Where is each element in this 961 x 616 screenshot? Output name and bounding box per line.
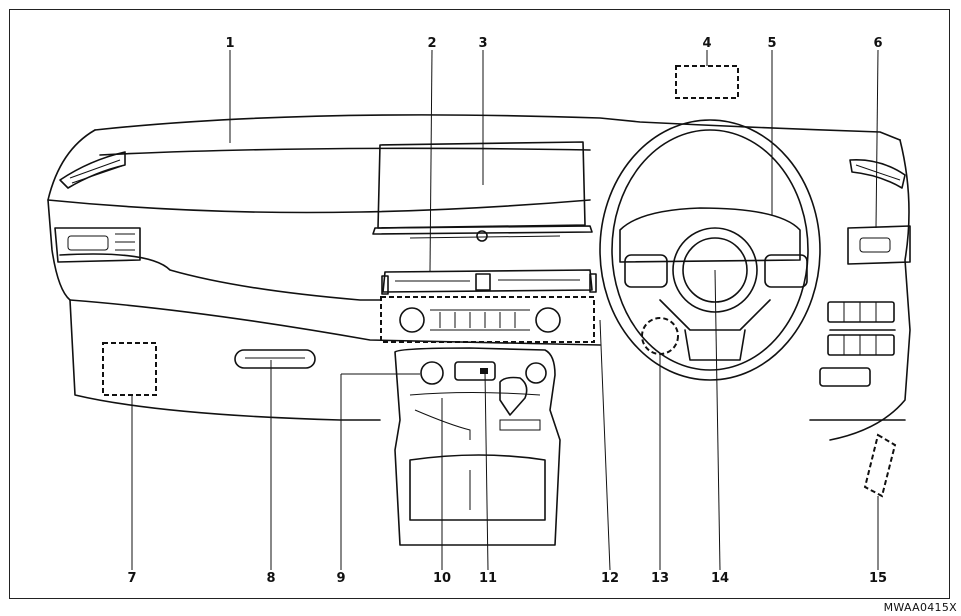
callout-6: 6 xyxy=(873,36,883,51)
callout-1: 1 xyxy=(225,36,235,51)
glove-box-handle xyxy=(234,349,316,369)
callout-11: 11 xyxy=(478,571,498,586)
leader-lines xyxy=(131,49,879,571)
steering-wheel xyxy=(599,119,821,381)
callout-9: 9 xyxy=(336,571,346,586)
right-side-vent xyxy=(847,225,911,265)
callout-8: 8 xyxy=(266,571,276,586)
figure-code: MWAA0415X xyxy=(883,601,957,614)
callout-7: 7 xyxy=(127,571,137,586)
climate-panel xyxy=(380,296,595,343)
callout-3: 3 xyxy=(478,36,488,51)
center-display xyxy=(372,141,593,242)
callout-14: 14 xyxy=(710,571,730,586)
left-upper-vent xyxy=(59,151,126,189)
callout-4: 4 xyxy=(702,36,712,51)
left-side-vent xyxy=(54,227,141,263)
roof-item-area xyxy=(675,65,739,99)
right-upper-vent xyxy=(849,158,906,189)
callout-2: 2 xyxy=(427,36,437,51)
hood-release-area xyxy=(863,433,897,498)
callout-5: 5 xyxy=(767,36,777,51)
center-vents xyxy=(381,269,597,295)
ignition-switch-area xyxy=(641,317,679,355)
callout-15: 15 xyxy=(868,571,888,586)
figure-frame xyxy=(9,9,950,599)
glove-box-area xyxy=(102,342,157,396)
callout-13: 13 xyxy=(650,571,670,586)
center-console xyxy=(394,347,561,546)
callout-12: 12 xyxy=(600,571,620,586)
callout-10: 10 xyxy=(432,571,452,586)
dashboard-outline xyxy=(47,114,911,441)
right-switches xyxy=(819,301,895,387)
